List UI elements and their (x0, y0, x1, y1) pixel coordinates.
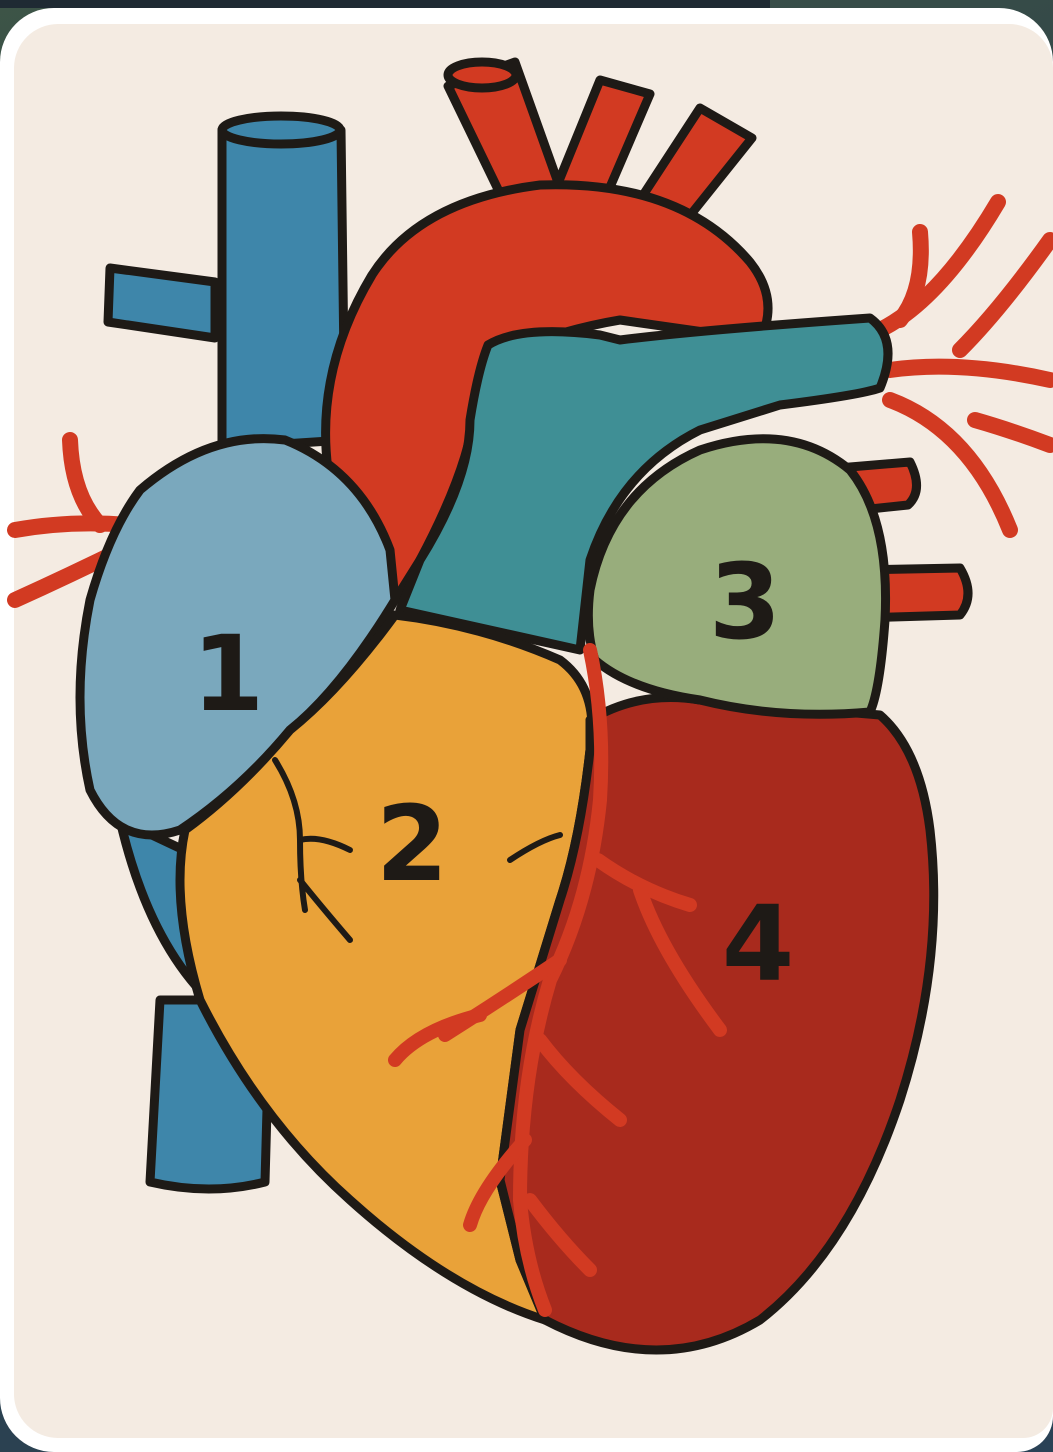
label-region-1: 1 (192, 613, 264, 735)
heart-diagram: 1 2 3 4 (0, 8, 1053, 1452)
label-region-4: 4 (722, 883, 794, 1005)
image-card: 1 2 3 4 (0, 8, 1053, 1452)
background-top-edge (0, 0, 770, 8)
label-region-3: 3 (709, 541, 781, 663)
label-region-2: 2 (376, 783, 448, 905)
